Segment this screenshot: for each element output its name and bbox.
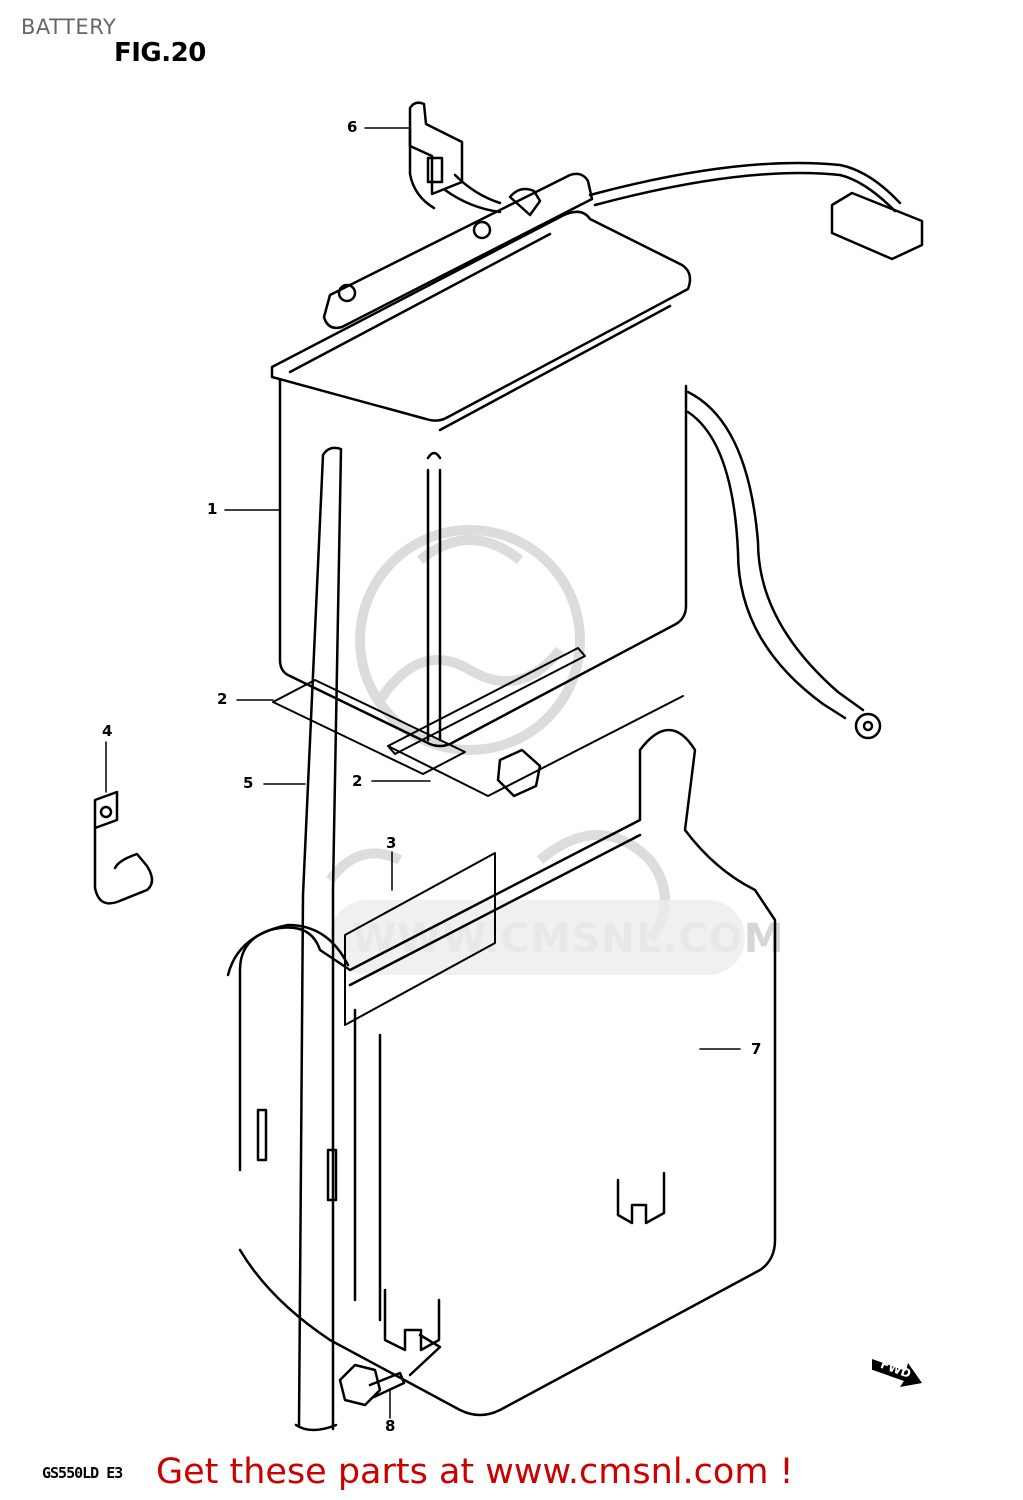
- forward-direction-badge: FWD: [870, 1355, 924, 1394]
- callout-2-left: 2: [217, 690, 228, 708]
- callout-7: 7: [751, 1040, 762, 1058]
- callout-8: 8: [385, 1417, 396, 1435]
- battery-case-part: [226, 728, 777, 1417]
- hose-clamp-part: [93, 790, 154, 905]
- battery-pads: [272, 647, 684, 797]
- callout-1: 1: [207, 500, 218, 518]
- callout-2-front: 2: [352, 772, 363, 790]
- page-title: BATTERY: [21, 15, 117, 39]
- case-pad: [344, 852, 496, 1026]
- battery-body: [278, 378, 688, 748]
- forward-arrow-icon: [870, 1359, 922, 1387]
- callout-6: 6: [347, 118, 358, 136]
- negative-cable: [686, 390, 882, 740]
- callout-3: 3: [386, 834, 397, 852]
- figure-label: FIG.20: [114, 38, 206, 68]
- bolt-part: [338, 1333, 442, 1407]
- leader-lines: [105, 127, 741, 1419]
- terminal-cover-part: [408, 101, 502, 214]
- callout-5: 5: [243, 774, 254, 792]
- battery-top: [270, 161, 924, 432]
- promo-link[interactable]: Get these parts at www.cmsnl.com !: [156, 1452, 794, 1492]
- watermark-banner: [330, 900, 745, 975]
- model-code: GS550LD E3: [42, 1464, 123, 1482]
- callout-4: 4: [102, 722, 113, 740]
- breather-hose-part: [294, 446, 343, 1432]
- watermark-logo: [326, 525, 670, 943]
